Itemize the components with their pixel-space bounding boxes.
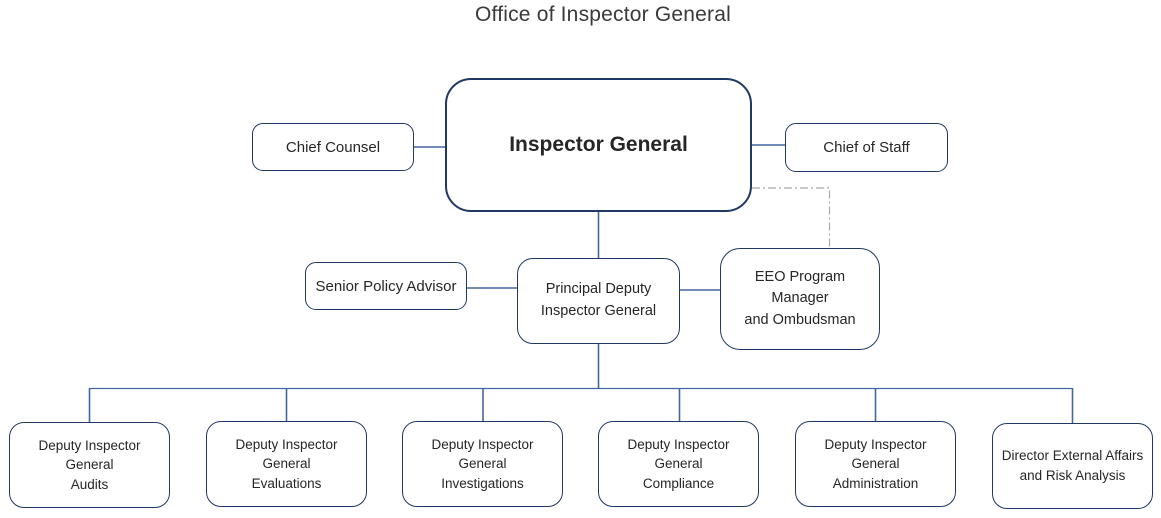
node-deputy-ig-audits: Deputy Inspector General Audits <box>9 422 170 508</box>
node-deputy-ig-administration: Deputy Inspector General Administration <box>795 421 956 507</box>
node-principal-deputy-inspector-general: Principal Deputy Inspector General <box>517 258 680 344</box>
node-director-external-affairs: Director External Affairs and Risk Analy… <box>992 423 1153 509</box>
node-deputy-ig-investigations: Deputy Inspector General Investigations <box>402 421 563 507</box>
connector-dashed-ig-to-eeo <box>752 187 831 249</box>
node-deputy-ig-compliance: Deputy Inspector General Compliance <box>598 421 759 507</box>
chart-title: Office of Inspector General <box>475 3 731 26</box>
node-inspector-general: Inspector General <box>445 78 752 212</box>
node-chief-of-staff: Chief of Staff <box>785 123 948 172</box>
node-deputy-ig-evaluations: Deputy Inspector General Evaluations <box>206 421 367 507</box>
node-eeo-program-manager: EEO Program Manager and Ombudsman <box>720 248 880 350</box>
node-chief-counsel: Chief Counsel <box>252 123 414 171</box>
node-senior-policy-advisor: Senior Policy Advisor <box>305 262 467 310</box>
